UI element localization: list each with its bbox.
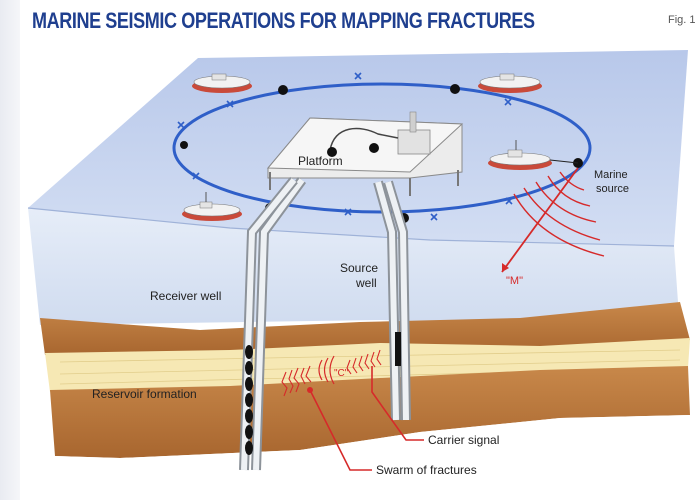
reservoir-formation-label: Reservoir formation [92,387,197,401]
upper-sediment-layer [40,302,690,355]
receiver-array [245,345,253,455]
platform-label: Platform [298,154,343,168]
source-well-label-1: Source [340,261,378,275]
source-well [373,180,411,421]
left-margin-strip [0,0,20,500]
receiver-well [239,176,307,471]
reservoir-layer [45,338,690,392]
receiver-well-label: Receiver well [150,289,221,303]
fractures-leader [309,389,372,471]
boat-marine-source [488,140,579,170]
carrier-signal-waves [318,355,335,385]
boat-bottom-left [182,192,242,221]
source-well-label-2: well [355,276,377,290]
carrier-signal-label: Carrier signal [428,433,499,447]
boat-top-right [478,73,542,93]
boat-top-left [192,73,252,93]
platform [266,111,464,196]
m-marker-label: "M" [506,275,523,287]
downhole-source [395,332,401,366]
fracture-swarm [281,349,382,397]
c-marker-label: "C" [334,368,349,379]
marine-source-label-2: source [596,183,629,195]
m-ray [501,167,579,273]
marine-source-waves [513,171,605,257]
water-column [28,208,680,330]
figure-number: Fig. 1 [668,14,696,26]
ring-receiver-markers [177,72,513,221]
carrier-signal-leader [371,366,424,441]
swarm-of-fractures-label: Swarm of fractures [376,463,477,477]
marine-source-label-1: Marine [594,169,628,181]
lower-sediment-layer [50,366,690,458]
figure-title: Marine seismic operations for mapping fr… [32,8,535,33]
